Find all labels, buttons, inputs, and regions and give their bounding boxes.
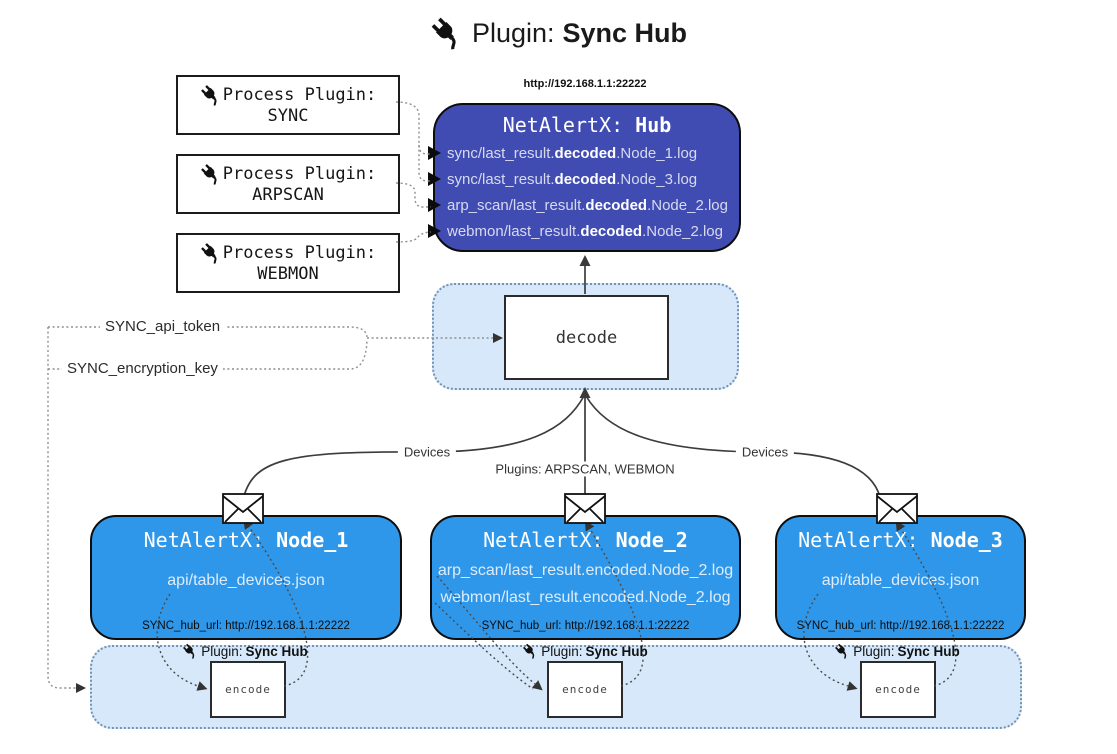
decode-box: decode — [504, 295, 669, 380]
process-plugin-label: Process Plugin: — [222, 164, 377, 184]
process-plugin-name: SYNC — [267, 106, 309, 126]
edge-label-plugins: Plugins: ARPSCAN, WEBMON — [489, 461, 681, 477]
encoder-label-3: Plugin: Sync Hub — [834, 643, 960, 659]
encoder-label-1: Plugin: Sync Hub — [182, 643, 308, 659]
plug-icon — [430, 16, 464, 50]
node-file-list: api/table_devices.json — [777, 567, 1024, 594]
process-plugin-label: Process Plugin: — [222, 243, 377, 263]
node-file: arp_scan/last_result.encoded.Node_2.log — [437, 562, 734, 579]
node-title: NetAlertX: Node_1 — [143, 528, 349, 552]
node-file: webmon/last_result.encoded.Node_2.log — [440, 589, 731, 606]
hub-log-line: sync/last_result.decoded.Node_3.log — [435, 166, 739, 192]
edge-label-devices-left: Devices — [397, 444, 457, 460]
node-title: NetAlertX: Node_2 — [483, 528, 688, 552]
process-plugin-box-sync: Process Plugin: SYNC — [176, 75, 400, 135]
encode-box-2: encode — [547, 661, 623, 718]
page-title-prefix: Plugin: — [471, 17, 555, 48]
encode-box-3: encode — [860, 661, 936, 718]
encode-box-1: encode — [210, 661, 286, 718]
node-file-list: api/table_devices.json — [92, 567, 400, 594]
node-box-node-2: NetAlertX: Node_2 arp_scan/last_result.e… — [430, 515, 741, 640]
node-file: api/table_devices.json — [821, 572, 980, 589]
plug-icon — [834, 643, 850, 659]
plug-icon — [182, 643, 198, 659]
plugin-to-hub-connectors — [395, 101, 431, 243]
node-box-node-3: NetAlertX: Node_3 api/table_devices.json… — [775, 515, 1026, 640]
node-file: api/table_devices.json — [167, 572, 325, 589]
node-hub-url: SYNC_hub_url: http://192.168.1.1:22222 — [481, 620, 690, 632]
hub-url-label: http://192.168.1.1:22222 — [523, 78, 647, 90]
hub-log-line: sync/last_result.decoded.Node_1.log — [435, 140, 739, 166]
encoder-label-2: Plugin: Sync Hub — [522, 643, 648, 659]
process-plugin-name: ARPSCAN — [252, 185, 324, 205]
process-plugin-name: WEBMON — [257, 264, 319, 284]
process-plugin-box-arpscan: Process Plugin: ARPSCAN — [176, 154, 400, 214]
plug-icon — [522, 643, 538, 659]
node-box-node-1: NetAlertX: Node_1 api/table_devices.json… — [90, 515, 402, 640]
hub-log-list: sync/last_result.decoded.Node_1.log sync… — [435, 140, 739, 244]
plug-icon — [200, 163, 222, 185]
hub-log-line: arp_scan/last_result.decoded.Node_2.log — [435, 192, 739, 218]
plug-icon — [200, 242, 222, 264]
node-title: NetAlertX: Node_3 — [798, 528, 1003, 552]
node-file-list: arp_scan/last_result.encoded.Node_2.log … — [432, 557, 739, 611]
page-title-bold: Sync Hub — [562, 17, 688, 48]
plug-icon — [200, 84, 222, 106]
hub-box: NetAlertX: Hub sync/last_result.decoded.… — [433, 103, 741, 252]
hub-log-line: webmon/last_result.decoded.Node_2.log — [435, 218, 739, 244]
sync-encryption-key-label: SYNC_encryption_key — [62, 360, 223, 377]
sync-api-token-label: SYNC_api_token — [100, 318, 226, 335]
node-hub-url: SYNC_hub_url: http://192.168.1.1:22222 — [142, 620, 350, 632]
process-plugin-label: Process Plugin: — [222, 85, 377, 105]
process-plugin-box-webmon: Process Plugin: WEBMON — [176, 233, 400, 293]
page-title: Plugin: Sync Hub — [0, 16, 1117, 50]
node-hub-url: SYNC_hub_url: http://192.168.1.1:22222 — [796, 620, 1005, 632]
edge-label-devices-right: Devices — [735, 444, 795, 460]
hub-title: NetAlertX: Hub — [502, 113, 672, 137]
